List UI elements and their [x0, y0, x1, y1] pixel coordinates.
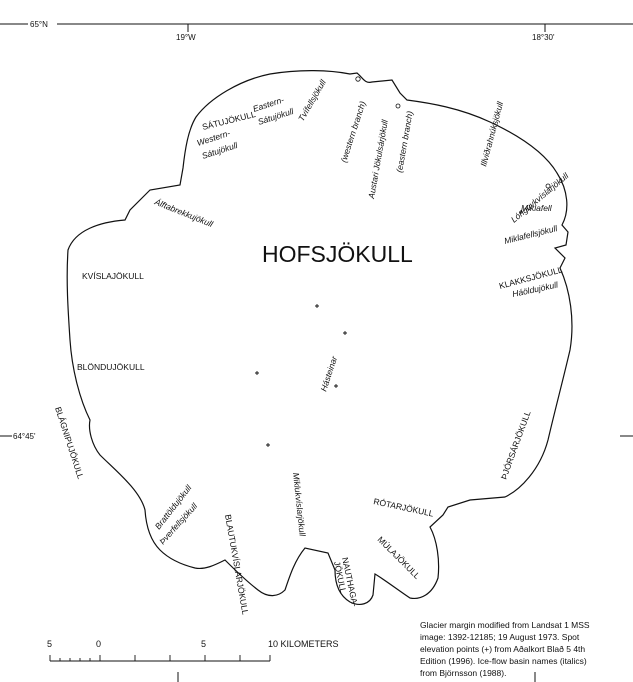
label-mikluk: Miklukvíslarjökull	[291, 472, 308, 538]
source-note-line: from Björnsson (1988).	[420, 668, 506, 678]
map-title: HOFSJÖKULL	[262, 241, 413, 267]
label-western-branch: (western branch)	[338, 100, 367, 164]
small-circle-marker	[395, 103, 401, 109]
glacier-margin-outline	[66, 70, 573, 605]
label-eastern-branch: (eastern branch)	[394, 110, 415, 173]
scale-bar: 5 0 5 10 KILOMETERS	[47, 639, 339, 662]
small-circle-marker	[355, 76, 361, 82]
source-note-line: elevation points (+) from Aðalkort Blað …	[420, 644, 585, 654]
label-miklafell: Miklafell	[521, 203, 553, 213]
source-note-line: Glacier margin modified from Landsat 1 M…	[420, 620, 590, 630]
source-note: Glacier margin modified from Landsat 1 M…	[420, 620, 590, 678]
scale-label: 0	[96, 639, 101, 649]
label-tvifellsjokull: Tvífellsjökull	[296, 77, 328, 123]
lon-label-19w: 19°W	[176, 33, 196, 42]
spot-elevation-point	[266, 443, 270, 447]
label-kvislajokull: KVÍSLAJÖKULL	[82, 271, 144, 281]
spot-elevation-point	[255, 371, 259, 375]
small-circle-marker	[545, 183, 551, 189]
source-note-line: image: 1392-12185; 19 August 1973. Spot	[420, 632, 580, 642]
label-austari: Austari Jökulsárjökull	[366, 118, 390, 200]
spot-elevation-points	[255, 210, 523, 447]
source-note-line: Edition (1996). Ice-flow basin names (it…	[420, 656, 587, 666]
label-blagnipujokull: BLÁGNIPUJÖKULL	[53, 406, 86, 481]
scale-label: 5	[47, 639, 52, 649]
label-illvidrahnuk: Illviðrahnúksjökull	[478, 100, 505, 168]
label-blondujokull: BLÖNDUJÖKULL	[77, 362, 145, 372]
lat-label-64-45: 64°45'	[13, 432, 36, 441]
label-alftabrekku: Álftabrekkujökull	[152, 196, 215, 229]
map-frame-ticks	[0, 23, 633, 682]
label-longukvislar: Lónguvkvíslarjökull	[509, 170, 571, 225]
lon-label-18-30: 18°30'	[532, 33, 555, 42]
spot-elevation-point	[315, 304, 319, 308]
label-miklafellsjokull: Miklafellsjökull	[503, 223, 559, 246]
label-rotarjokull: RÓTARJÖKULL	[373, 496, 435, 519]
label-blautukvislarjokull: BLAUTUKVÍSLARJÖKULL	[223, 514, 251, 616]
spot-elevation-point	[519, 210, 523, 214]
scale-label: 10 KILOMETERS	[268, 639, 339, 649]
lat-label-65n: 65°N	[30, 20, 48, 29]
spot-elevation-point	[343, 331, 347, 335]
scale-label: 5	[201, 639, 206, 649]
label-mulajokull: MÚLAJÖKULL	[376, 534, 423, 581]
label-thjorsarjokull: ÞJÓRSÁRJÖKULL	[498, 409, 532, 481]
spot-elevation-point	[334, 384, 338, 388]
label-satujokull: SÁTUJÖKULL	[201, 109, 257, 132]
